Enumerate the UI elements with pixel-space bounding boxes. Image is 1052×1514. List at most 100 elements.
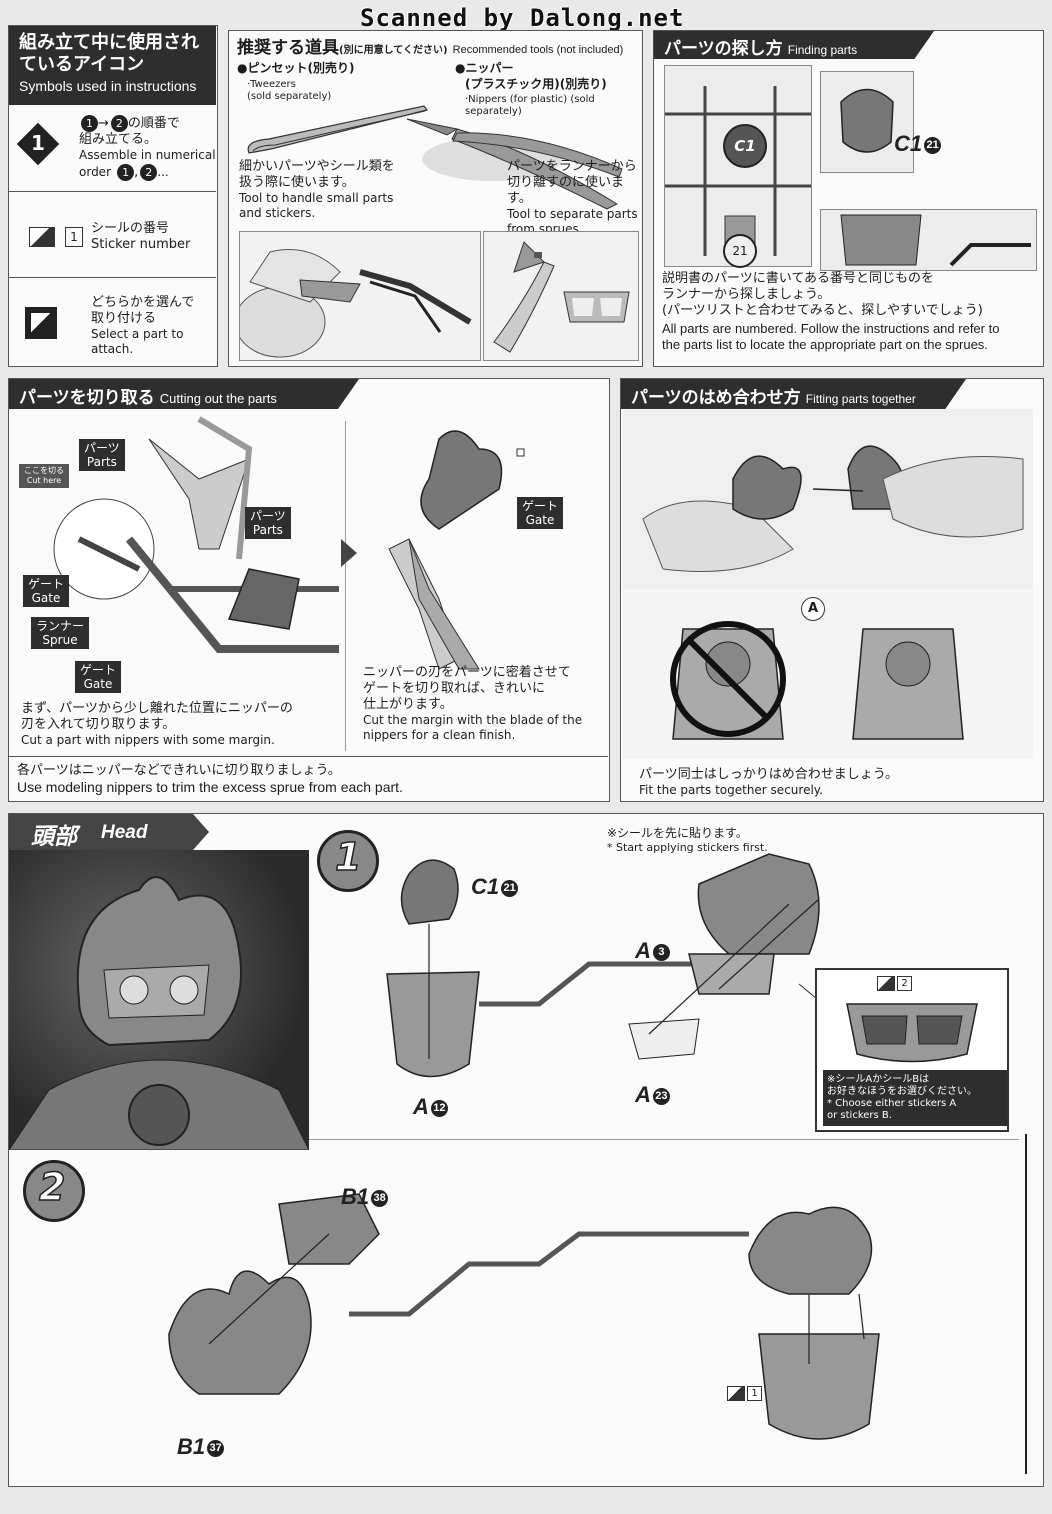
runner-tag-c: C1 bbox=[723, 124, 767, 168]
icons-panel: 組み立て中に使用されているアイコン Symbols used in instru… bbox=[8, 25, 218, 367]
head-panel: 頭部 Head 1 ※シールを先に貼ります。 * Start applying … bbox=[8, 813, 1044, 1487]
select-jp-1: どちらかを選んで bbox=[91, 295, 195, 310]
fitting-panel: パーツのはめ合わせ方 Fitting parts together A パーツ同… bbox=[620, 378, 1044, 802]
sticker-jp: シールの番号 bbox=[91, 221, 170, 236]
select-jp-2: 取り付ける bbox=[91, 311, 157, 326]
nippers-use: パーツをランナーから 切り離すのに使います。 Tool to separate … bbox=[507, 159, 638, 236]
tools-panel: 推奨する道具(別に用意してください) Recommended tools (no… bbox=[228, 30, 643, 367]
head-header-band: 頭部 Head bbox=[9, 814, 209, 850]
order-en-num-1: 1 bbox=[117, 164, 135, 181]
cutting-bottom-text: 各パーツはニッパーなどできれいに切り取りましょう。 Use modeling n… bbox=[17, 763, 403, 795]
nippers-cut-illustration bbox=[483, 231, 639, 361]
finding-title-en: Finding parts bbox=[787, 43, 858, 57]
order-jp-2: の順番で bbox=[127, 116, 180, 131]
order-en-1: Assemble in numerical bbox=[79, 148, 216, 162]
icons-header: 組み立て中に使用されているアイコン Symbols used in instru… bbox=[9, 26, 216, 105]
sticker-number-2: 2 bbox=[897, 976, 912, 991]
fitting-text: パーツ同士はしっかりはめ合わせましょう。 Fit the parts toget… bbox=[639, 767, 898, 797]
step1-illustration bbox=[386, 853, 840, 1078]
sticker-number-1: 1 bbox=[747, 1386, 762, 1401]
tools-title: 推奨する道具(別に用意してください) Recommended tools (no… bbox=[237, 33, 623, 58]
head-title-jp: 頭部 bbox=[31, 824, 77, 850]
sticker-choice-box: 2 ※シールAかシールBは お好きなほうをお選びください。 * Choose e… bbox=[815, 968, 1009, 1132]
icons-title-jp: 組み立て中に使用されているアイコン bbox=[19, 32, 199, 75]
part-zoom-illustration bbox=[820, 71, 914, 173]
order-jp-3: 組み立てる。 bbox=[79, 132, 158, 147]
fitting-header: パーツのはめ合わせ方 Fitting parts together bbox=[621, 379, 966, 409]
order-num-1: 1 bbox=[81, 115, 98, 132]
step-number-icon-text: 1 bbox=[31, 131, 45, 155]
visor-sticker-illustration bbox=[846, 1003, 978, 1063]
cutting-sprue-illustration bbox=[53, 416, 339, 653]
icons-title-en: Symbols used in instructions bbox=[19, 78, 197, 94]
cutting-right-text: ニッパーの刃をパーツに密着させて ゲートを切り取れば、きれいに 仕上がります。 … bbox=[363, 665, 583, 742]
sticker-icon-small bbox=[877, 976, 895, 991]
tweezers-sticker-illustration bbox=[239, 231, 481, 361]
icon-row-select: どちらかを選んで 取り付ける Select a part to attach. bbox=[9, 277, 216, 365]
fitting-top-illustration bbox=[623, 409, 1033, 589]
tools-title-en: Recommended tools (not included) bbox=[452, 44, 624, 56]
order-en-2: order bbox=[79, 165, 111, 179]
tweezers-illustration bbox=[247, 105, 429, 154]
finding-text: 説明書のパーツに書いてある番号と同じものを ランナーから探しましょう。 (パーツ… bbox=[662, 271, 1000, 352]
cutting-header: パーツを切り取る Cutting out the parts bbox=[9, 379, 359, 409]
step1-note: ※シールを先に貼ります。 * Start applying stickers f… bbox=[607, 826, 768, 854]
cutting-title-en: Cutting out the parts bbox=[159, 391, 277, 406]
arrow-right-icon bbox=[341, 539, 357, 567]
character-illustration bbox=[9, 850, 309, 1150]
tweezers-label-en: ·Tweezers(sold separately) bbox=[247, 79, 332, 102]
fitting-bottom-illustration: A bbox=[623, 589, 1033, 759]
tools-title-jp-small: (別に用意してください) bbox=[339, 45, 448, 56]
sticker-en: Sticker number bbox=[91, 237, 191, 252]
finding-header: パーツの探し方 Finding parts bbox=[654, 31, 934, 59]
select-part-icon bbox=[25, 307, 57, 339]
cutting-gate-illustration bbox=[388, 430, 525, 670]
step-2-badge: 2 bbox=[23, 1160, 85, 1222]
nippers-illustration bbox=[406, 118, 623, 210]
icon-row-sticker: 1 シールの番号 Sticker number bbox=[9, 191, 216, 278]
watermark: Scanned by Dalong.net bbox=[360, 4, 685, 32]
runner-illustration: C1 21 bbox=[664, 65, 812, 268]
tweezers-label-jp: ●ピンセット(別売り) bbox=[237, 61, 355, 75]
finding-title-jp: パーツの探し方 bbox=[664, 39, 783, 59]
select-en: Select a part to attach. bbox=[91, 327, 184, 356]
sticker-number-box: 1 bbox=[65, 227, 83, 247]
fitting-title-jp: パーツのはめ合わせ方 bbox=[631, 388, 801, 408]
nippers-label-jp-2: (プラスチック用)(別売り) bbox=[465, 77, 607, 91]
fitting-tag-a: A bbox=[801, 597, 825, 621]
fitting-title-en: Fitting parts together bbox=[805, 392, 916, 406]
order-num-2: 2 bbox=[110, 115, 128, 132]
runner-tag-21: 21 bbox=[723, 234, 757, 268]
order-en-num-2: 2 bbox=[140, 164, 158, 181]
sticker-choice-text: ※シールAかシールBは お好きなほうをお選びください。 * Choose eit… bbox=[823, 1070, 1007, 1126]
tools-title-jp: 推奨する道具 bbox=[237, 38, 339, 58]
order-en-3: ... bbox=[157, 165, 169, 179]
head-title-en: Head bbox=[101, 822, 148, 843]
step2-illustration bbox=[168, 1193, 880, 1440]
order-arrow: → bbox=[98, 116, 109, 131]
cutting-left-text: まず、パーツから少し離れた位置にニッパーの 刃を入れて切り取ります。 Cut a… bbox=[21, 701, 293, 747]
head-bottom-illustration bbox=[820, 209, 1037, 271]
cutting-title-jp: パーツを切り取る bbox=[19, 388, 155, 408]
nippers-label-en: ·Nippers (for plastic) (sold separately) bbox=[465, 94, 595, 117]
tweezers-use: 細かいパーツやシール類を 扱う際に使います。 Tool to handle sm… bbox=[239, 159, 395, 220]
nippers-label-jp-1: ●ニッパー bbox=[455, 61, 514, 75]
